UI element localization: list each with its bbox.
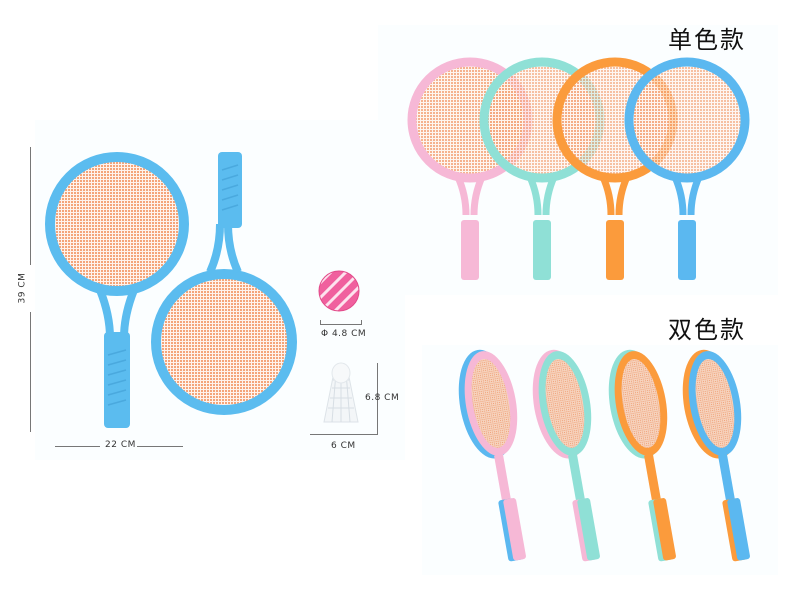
racket-single-blue [624,57,750,280]
racket-dual-mint-pink [532,349,600,562]
height-dimension-line-bottom [30,312,31,432]
height-dimension-line-top [30,147,31,265]
single-color-rackets [407,57,750,280]
height-label: 39 CM [17,272,28,304]
striped-ball [318,270,360,312]
racket-upright [45,152,189,428]
racket-dual-orange-mint [608,349,676,562]
dual-color-heading: 双色款 [668,316,746,344]
ball-dimension-tick-right [361,320,362,325]
width-dimension-line-right [137,446,183,447]
shuttle-height-label: 6.8 CM [365,393,400,403]
racket-dual-blue-orange [682,349,750,562]
shuttle-width-line [310,434,378,435]
shuttlecock [323,362,359,423]
ball-dimension-tick-left [320,320,321,325]
racket-inverted [151,152,297,415]
dual-color-rackets [458,349,750,562]
width-dimension-line-left [55,446,100,447]
single-color-heading: 单色款 [668,26,746,54]
shuttle-width-label: 6 CM [331,441,356,451]
shuttle-height-line [377,363,378,435]
ball-diameter-label: Φ 4.8 CM [321,329,367,339]
width-label: 22 CM [105,440,136,450]
ball-dimension-line [320,324,362,325]
racket-dual-pink-blue [458,349,526,562]
